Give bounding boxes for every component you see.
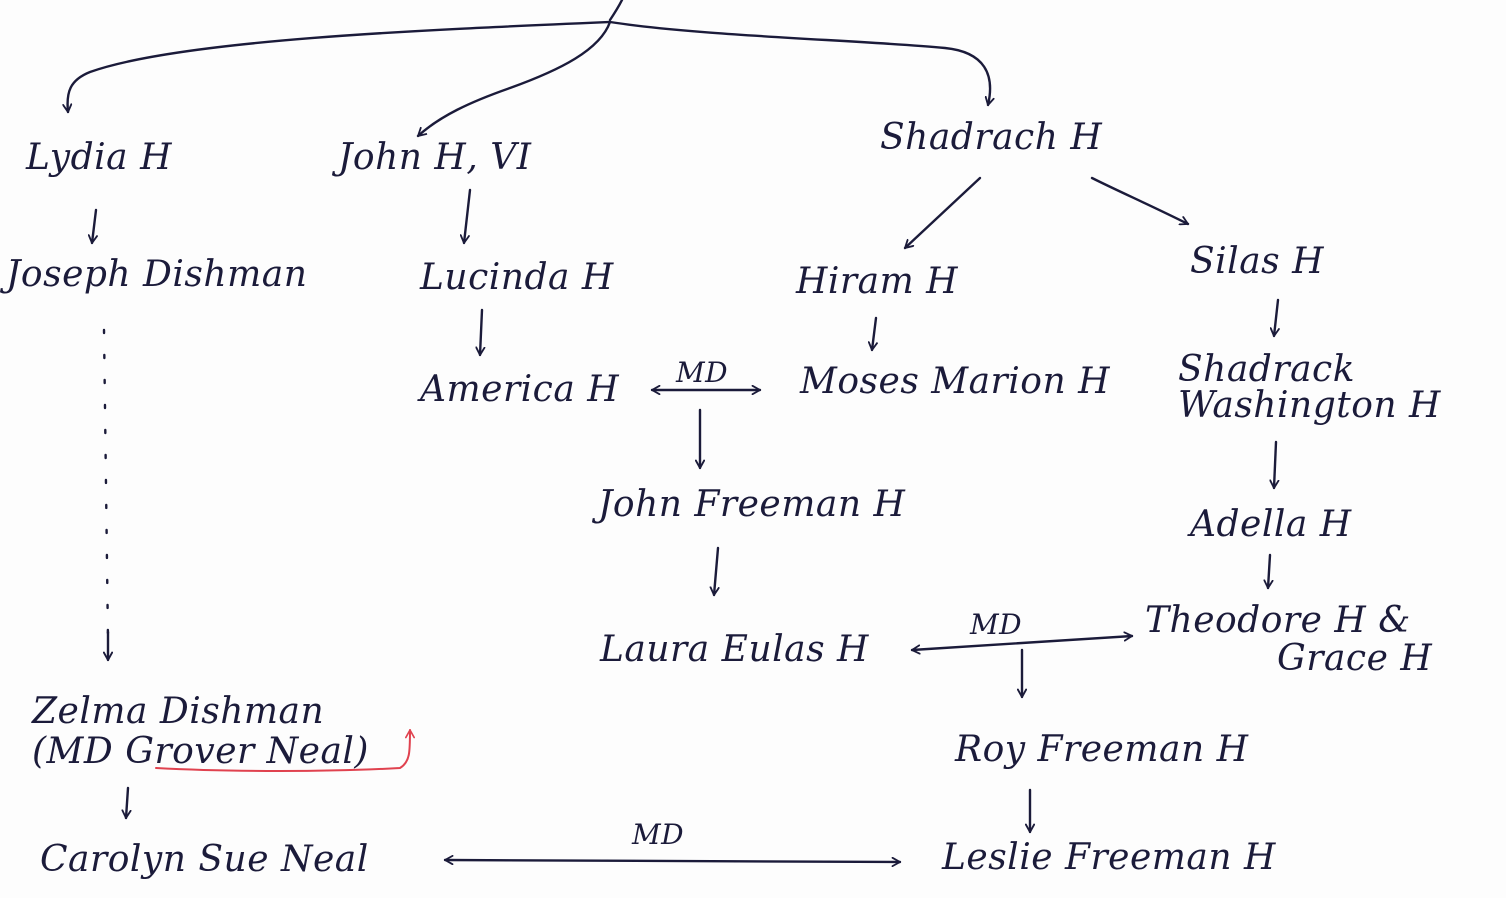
annotation-underline-red [155,729,415,772]
label-md-carolyn-leslie: MD [632,818,685,851]
node-shadrach: Shadrach H [880,117,1103,158]
node-roy: Roy Freeman H [955,729,1249,770]
node-moses: Moses Marion H [800,361,1110,402]
node-leslie: Leslie Freeman H [942,837,1276,878]
edge-root-lydia [68,20,612,114]
node-theodore-grace: Theodore H & Grace H [1145,602,1432,678]
label-md-america-moses: MD [676,356,729,389]
edge-joseph-zelma [102,328,110,642]
edge-adella-theodore [1268,553,1270,590]
edge-hiram-moses [872,316,876,352]
edge-john-lucinda [464,188,472,245]
node-america: America H [420,369,620,410]
node-john-freeman: John Freeman H [598,484,906,525]
edge-zelma-carolyn [126,786,128,820]
node-zelma: Zelma Dishman (MD Grover Neal) [32,692,369,772]
node-grace-line: Grace H [1277,638,1433,679]
node-lucinda: Lucinda H [420,257,614,298]
node-theodore-line: Theodore H & [1145,600,1411,641]
label-md-laura-theodore: MD [970,608,1023,641]
edge-silas-shadrach-w [1274,298,1278,338]
node-john: John H, VI [338,137,532,178]
edge-root-shadrach [608,20,990,107]
edge-shadrach-w-adella [1274,440,1276,490]
node-laura: Laura Eulas H [600,629,869,670]
node-joseph: Joseph Dishman [6,254,308,295]
node-zelma-line-1: Zelma Dishman [32,691,325,732]
edge-shadrach-silas [1090,176,1190,224]
edge-john-freeman-laura [714,546,718,597]
node-carolyn: Carolyn Sue Neal [40,839,369,880]
edge-lucinda-america [480,308,482,357]
node-adella: Adella H [1190,504,1352,545]
root-stem [608,0,624,22]
node-hiram: Hiram H [796,261,959,302]
edge-root-john [416,20,612,138]
edge-lydia-joseph [92,208,96,245]
edge-shadrach-hiram [903,176,982,250]
node-zelma-line-2: (MD Grover Neal) [32,731,369,772]
node-shadrach-washington-line-1: Shadrack [1178,349,1356,390]
node-silas: Silas H [1190,241,1324,282]
node-shadrach-washington-line-2: Washington H [1178,385,1441,426]
marriage-carolyn-leslie [443,860,902,862]
node-shadrach-washington: Shadrack Washington H [1178,352,1441,424]
marriage-laura-theodore [910,636,1134,650]
node-lydia: Lydia H [26,137,172,178]
